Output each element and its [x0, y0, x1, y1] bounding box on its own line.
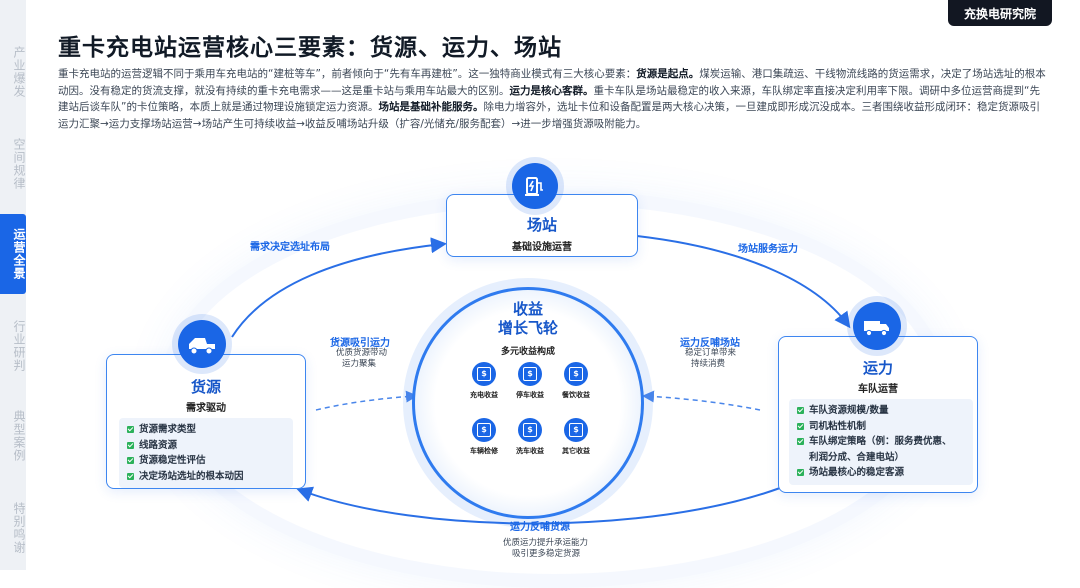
truck-fleet-icon	[853, 302, 901, 350]
revenue-icon: $	[564, 362, 588, 386]
station-subtitle: 基础设施运营	[512, 242, 572, 253]
check-icon	[127, 441, 134, 449]
list-item: 货源稳定性评估	[127, 453, 285, 469]
mining-truck-icon	[178, 320, 226, 368]
revenue-icon: $	[472, 418, 496, 442]
intro-text-2: 煤炭运输、港口集疏运、干线物流线路的货运需求，决定了场站选址的根本动因。没有稳定…	[58, 68, 1046, 97]
revenue-icon: $	[518, 418, 542, 442]
flow-note-bottom-line2: 吸引更多稳定货源	[512, 549, 581, 559]
flow-label-capacity-feeds-station: 运力反哺场站	[680, 338, 740, 349]
flow-label-station-serves-capacity: 场站服务运力	[738, 244, 798, 255]
flow-note-cargo-line1: 优质货源带动	[336, 348, 388, 358]
revenue-item-parking: $ 停车收益	[508, 362, 552, 400]
flow-label-demand-site: 需求决定选址布局	[250, 242, 330, 253]
list-item: 司机粘性机制	[797, 419, 965, 435]
flow-note-capacity-line2: 持续消费	[691, 359, 726, 369]
list-item: 货源需求类型	[127, 422, 285, 438]
check-icon	[127, 472, 134, 480]
sidebar-tab-acknowledgements[interactable]: 特别鸣谢	[12, 502, 26, 554]
hub-title-line1: 收益	[512, 300, 543, 318]
intro-bold-3: 场站是基础补能服务。	[378, 101, 484, 113]
flow-label-cargo-attracts-capacity: 货源吸引运力	[330, 338, 390, 349]
flow-label-capacity-feeds-cargo: 运力反哺货源	[510, 522, 570, 533]
sidebar-tab-industry-analysis[interactable]: 行业研判	[12, 320, 26, 372]
hub-subtitle: 多元收益构成	[500, 347, 555, 357]
sidebar-tab-spatial-pattern[interactable]: 空间规律	[12, 138, 26, 190]
intro-paragraph: 重卡充电站的运营逻辑不同于乘用车充电站的“建桩等车”，前者倾向于“先有车再建桩”…	[58, 66, 1048, 132]
intro-bold-1: 货源是起点。	[636, 68, 700, 80]
arrow-capacity-to-cargo	[296, 486, 781, 525]
intro-bold-2: 运力是核心客群。	[509, 84, 594, 97]
revenue-item-washing: $ 洗车收益	[508, 418, 552, 456]
brand-logo: 充换电研究院	[948, 0, 1052, 26]
hub-title-line2: 增长飞轮	[497, 319, 558, 337]
cargo-card: 货源 需求驱动 货源需求类型 线路资源 货源稳定性评估 决定场站选址的根本动因	[106, 354, 306, 489]
revenue-icon: $	[472, 362, 496, 386]
sidebar-nav: 产业爆发 空间规律 运营全景 行业研判 典型案例 特别鸣谢	[0, 0, 26, 570]
sidebar-tab-operation-overview[interactable]: 运营全景	[0, 214, 26, 294]
check-icon	[127, 457, 134, 465]
page-title: 重卡充电站运营核心三要素：货源、运力、场站	[58, 35, 562, 61]
arrow-station-to-capacity	[636, 235, 851, 329]
station-title: 场站	[526, 216, 557, 234]
intro-text-3: 重卡车队是场站最稳定的收入来源，车队绑定率直接决定利用率下限。调研中多位运营商提…	[58, 84, 1040, 114]
revenue-item-catering: $ 餐饮收益	[554, 362, 598, 400]
flow-arrows	[231, 235, 851, 525]
sidebar-tab-industry-boom[interactable]: 产业爆发	[12, 46, 26, 98]
flow-note-capacity-line1: 稳定订单带来	[685, 348, 737, 358]
list-item: 车队绑定策略（例：服务费优惠、	[797, 434, 965, 450]
check-icon	[797, 407, 804, 415]
arrow-cargo-to-station	[231, 237, 447, 338]
capacity-subtitle: 车队运营	[858, 384, 898, 395]
charging-station-icon	[512, 163, 558, 209]
intro-text-1: 重卡充电站的运营逻辑不同于乘用车充电站的“建桩等车”，前者倾向于“先有车再建桩”…	[58, 68, 637, 80]
flow-note-cargo-line2: 运力聚集	[342, 359, 377, 369]
revenue-flywheel-hub: 收益 增长飞轮 多元收益构成 $ 充电收益 $ 停车收益 $ 餐饮收益 $ 车辆…	[412, 287, 644, 519]
arrow-capacity-to-hub	[642, 390, 761, 411]
list-item: 线路资源	[127, 438, 285, 454]
check-icon	[127, 426, 134, 434]
list-item: 决定场站选址的根本动因	[127, 469, 285, 485]
cargo-title: 货源	[190, 378, 221, 396]
sidebar-tab-typical-cases[interactable]: 典型案例	[12, 410, 26, 462]
revenue-icon: $	[564, 418, 588, 442]
revenue-item-maintenance: $ 车辆检修	[462, 418, 506, 456]
list-item: 场站最核心的稳定客源	[797, 465, 965, 481]
revenue-item-charging: $ 充电收益	[462, 362, 506, 400]
list-item: 车队资源规模/数量	[797, 403, 965, 419]
check-icon	[797, 438, 804, 446]
capacity-title: 运力	[862, 359, 893, 377]
capacity-bullet-list: 车队资源规模/数量 司机粘性机制 车队绑定策略（例：服务费优惠、 利润分成、合建…	[789, 399, 973, 485]
arrow-cargo-to-hub	[315, 390, 418, 411]
list-item: 利润分成、合建电站）	[809, 451, 905, 463]
revenue-item-other: $ 其它收益	[554, 418, 598, 456]
cargo-subtitle: 需求驱动	[186, 403, 226, 414]
check-icon	[797, 422, 804, 430]
revenue-icon: $	[518, 362, 542, 386]
intro-text-4: 除电力增容外，选址卡位和设备配置是两大核心决策，一旦建成即形成沉没成本。三者围绕…	[58, 101, 1040, 130]
check-icon	[797, 469, 804, 477]
flow-note-bottom-line1: 优质运力提升承运能力	[503, 538, 589, 548]
cargo-bullet-list: 货源需求类型 线路资源 货源稳定性评估 决定场站选址的根本动因	[119, 418, 293, 488]
capacity-card: 运力 车队运营 车队资源规模/数量 司机粘性机制 车队绑定策略（例：服务费优惠、…	[778, 336, 978, 493]
